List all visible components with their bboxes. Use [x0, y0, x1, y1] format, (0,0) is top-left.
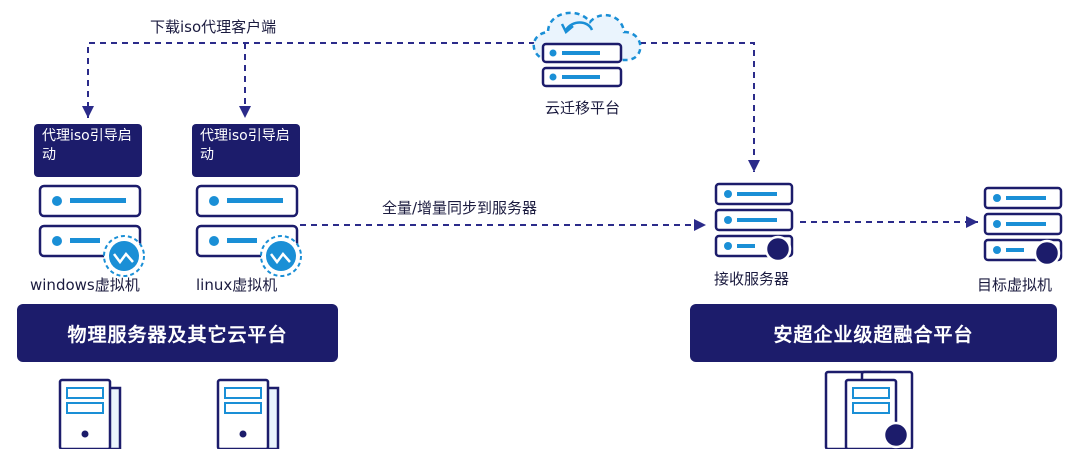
- cloud-migration-icon: [532, 11, 642, 88]
- source-platform-title: 物理服务器及其它云平台: [67, 323, 288, 346]
- sync-label: 全量/增量同步到服务器: [382, 199, 538, 217]
- linux-vm-label: linux虚拟机: [196, 276, 278, 294]
- connector-lines: [82, 42, 978, 231]
- storage-cluster-icon: [824, 370, 914, 449]
- target-platform-bar: 安超企业级超融合平台: [690, 304, 1057, 362]
- target-vm-server-icon: [983, 186, 1063, 267]
- receive-server-label: 接收服务器: [714, 270, 790, 288]
- download-iso-label: 下载iso代理客户端: [150, 18, 277, 36]
- target-platform-title: 安超企业级超融合平台: [773, 323, 974, 346]
- agent-boot-linux: 代理iso引导启动: [192, 124, 300, 177]
- download-line: [82, 42, 535, 118]
- cloud-platform-label: 云迁移平台: [545, 99, 621, 117]
- target-vm-label: 目标虚拟机: [977, 276, 1053, 294]
- source-platform-bar: 物理服务器及其它云平台: [17, 304, 338, 362]
- agent-boot-windows-text: 代理iso引导启动: [42, 128, 132, 163]
- tower-server-icon: [216, 378, 280, 449]
- cloud-to-receiver-line: [640, 42, 760, 172]
- sync-badge-icon: [260, 235, 302, 277]
- receive-server-icon: [714, 182, 794, 263]
- agent-boot-windows: 代理iso引导启动: [34, 124, 142, 177]
- windows-vm-label: windows虚拟机: [30, 276, 140, 294]
- agent-boot-linux-text: 代理iso引导启动: [200, 128, 290, 163]
- sync-badge-icon: [103, 235, 145, 277]
- tower-server-icon: [58, 378, 122, 449]
